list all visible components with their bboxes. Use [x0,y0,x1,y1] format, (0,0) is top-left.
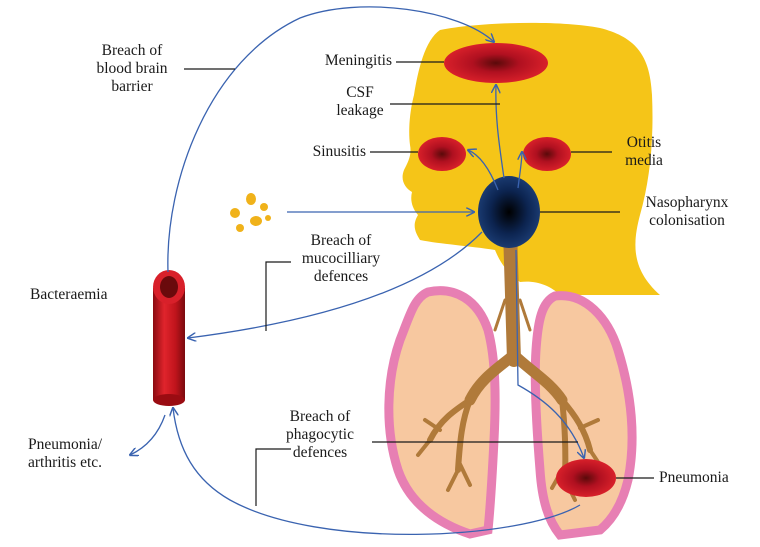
muco-label-line1: Breach of [286,232,396,250]
naso-label-line1: Nasopharynx [622,194,752,212]
sinusitis-site [418,137,466,171]
otitis-media-label: Otitis media [614,134,674,170]
bbb-label-line2: blood brain [80,60,184,78]
muco-label-line2: mucocilliary [286,250,396,268]
bbb-label-line3: barrier [80,78,184,96]
otitis-label-line2: media [614,152,674,170]
naso-label-line2: colonisation [622,212,752,230]
phago-label-line1: Breach of [268,408,372,426]
nasopharynx-site [478,176,540,248]
phago-label-line2: phagocytic [268,426,372,444]
csf-label-line1: CSF [330,84,390,102]
bbb-breach-label: Breach of blood brain barrier [80,42,184,96]
pneumonia-arthritis-label: Pneumonia/ arthritis etc. [10,436,120,472]
meningitis-site [444,43,548,83]
pa-label-line2: arthritis etc. [10,454,120,472]
pneumonia-site [556,459,616,497]
arrow-pneumonia-to-vessel [173,408,580,534]
otitis-site [523,137,571,171]
meningitis-label: Meningitis [252,52,392,70]
muco-label-line3: defences [286,268,396,286]
csf-leakage-label: CSF leakage [330,84,390,120]
bacteria-dots [230,193,271,232]
phago-label-line3: defences [268,444,372,462]
nasopharynx-label: Nasopharynx colonisation [622,194,752,230]
csf-label-line2: leakage [330,102,390,120]
bbb-label-line1: Breach of [80,42,184,60]
mucocilliary-breach-label: Breach of mucocilliary defences [286,232,396,286]
pneumonia-label: Pneumonia [659,469,755,487]
phagocytic-breach-label: Breach of phagocytic defences [268,408,372,462]
otitis-label-line1: Otitis [614,134,674,152]
pa-label-line1: Pneumonia/ [10,436,120,454]
blood-vessel [153,270,185,406]
sinusitis-label: Sinusitis [260,143,366,161]
arrow-vessel-to-systemic [130,415,165,455]
bacteraemia-label: Bacteraemia [30,286,140,304]
left-lung [389,291,495,534]
right-lung [535,296,632,535]
